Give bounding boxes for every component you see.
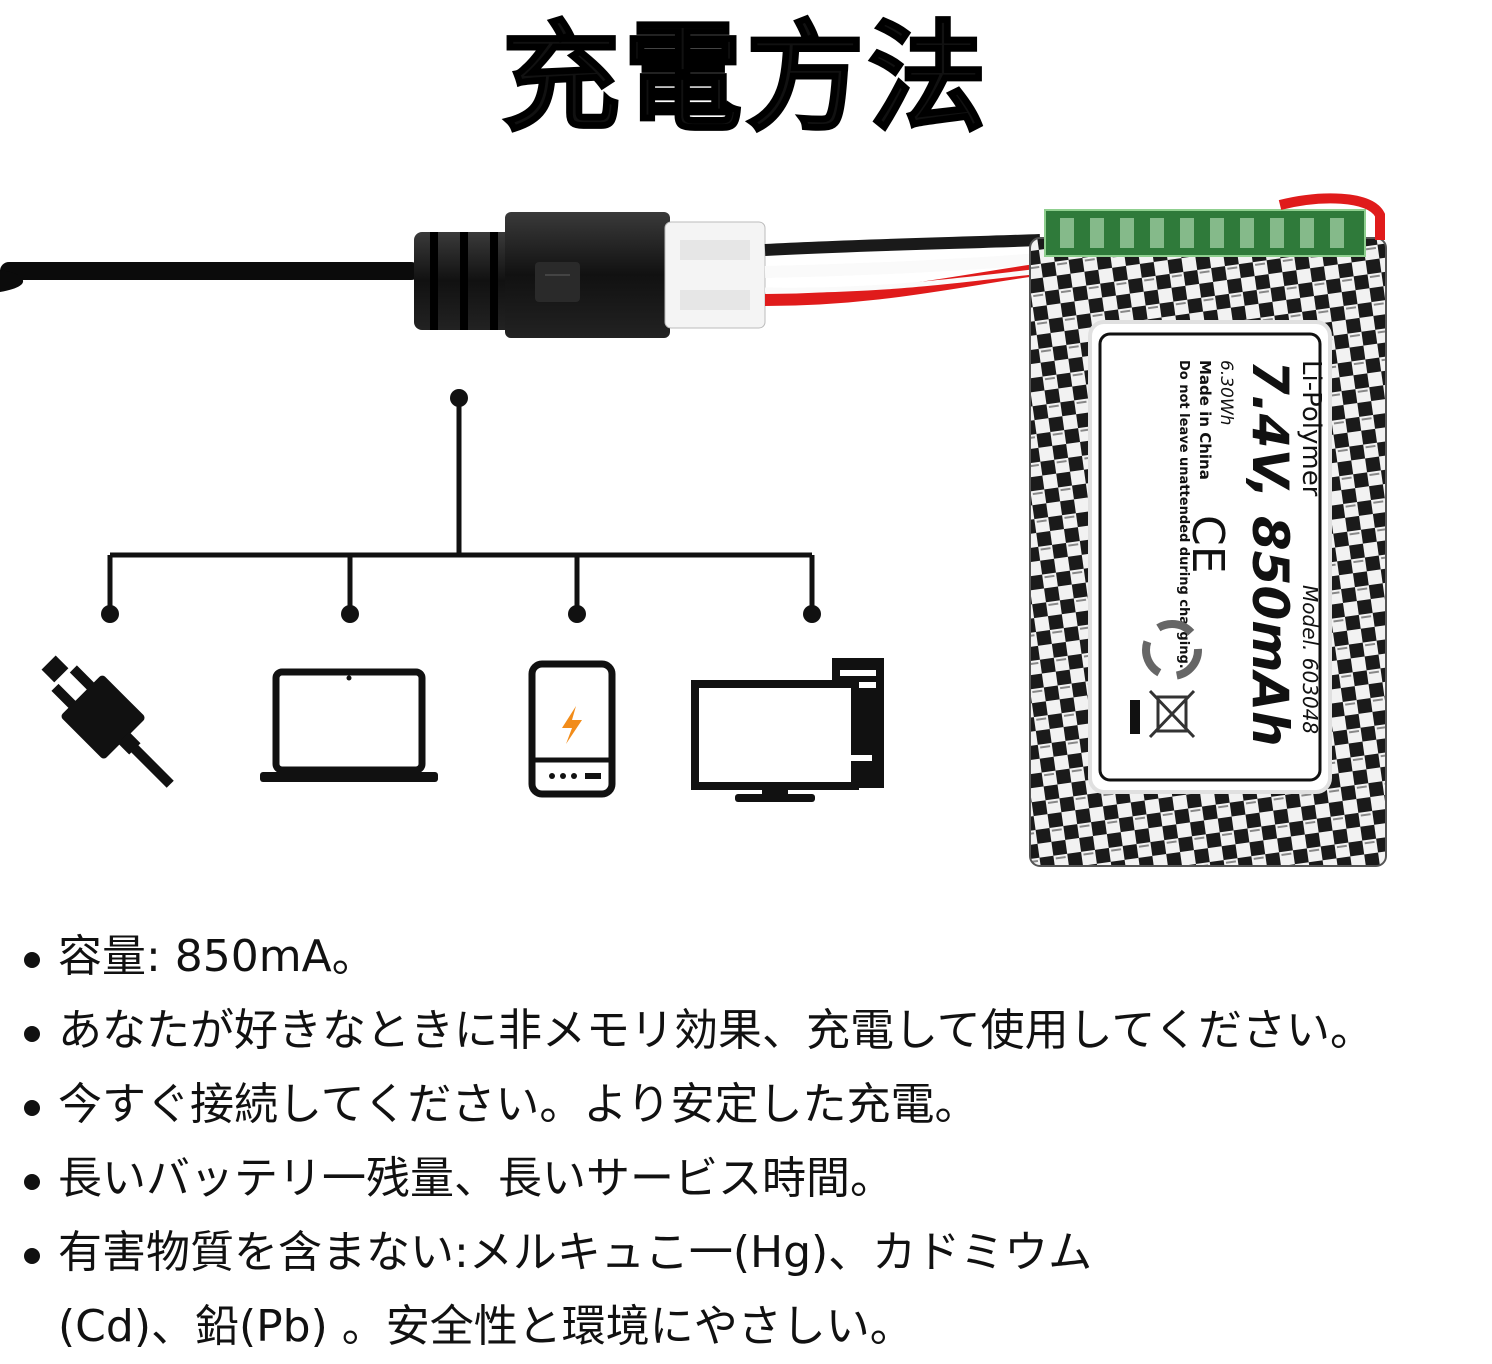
tree-root-dot bbox=[450, 389, 468, 407]
list-item-text: あなたが好きなときに非メモリ効果、充電して使用してください。 bbox=[58, 1005, 1375, 1056]
list-item-text: 今すぐ接続してください。より安定した充電。 bbox=[58, 1079, 979, 1130]
battery-energy: 6.30Wh bbox=[1216, 360, 1236, 425]
feature-list: 容量: 850mA。 あなたが好きなときに非メモリ効果、充電して使用してください… bbox=[18, 920, 1488, 1364]
ce-mark: CE bbox=[1182, 515, 1233, 574]
list-item: 今すぐ接続してください。より安定した充電。 bbox=[18, 1068, 1488, 1142]
desktop-computer-icon bbox=[691, 658, 884, 802]
list-item: 有害物質を含まない:メルキュこ一(Hg)、カドミウム (Cd)、鉛(Pb) 。安全… bbox=[18, 1216, 1488, 1364]
laptop-icon bbox=[260, 668, 438, 782]
crossed-bin-icon bbox=[1148, 689, 1196, 739]
tree-node-dot bbox=[341, 605, 359, 623]
bullet-dot bbox=[24, 1174, 40, 1190]
bullet-dot bbox=[24, 1248, 40, 1264]
battery-rating: 7.4V, 850mAh bbox=[1241, 360, 1299, 747]
list-item-text: 有害物質を含まない:メルキュこ一(Hg)、カドミウム bbox=[58, 1227, 1093, 1278]
battery-type: Li-Polymer bbox=[1296, 360, 1326, 497]
list-item-text: 長いバッテリ一残量、長いサービス時間。 bbox=[58, 1153, 894, 1204]
recycle-icon bbox=[1142, 620, 1202, 680]
connection-tree bbox=[107, 398, 815, 612]
charging-diagram: Li-Polymer Model. 603048 7.4V, 850mAh 6.… bbox=[0, 193, 1387, 867]
tree-node-dot bbox=[568, 605, 586, 623]
list-item-text: 容量: 850mA。 bbox=[58, 931, 376, 982]
list-item-continuation: (Cd)、鉛(Pb) 。安全性と環境にやさしい。 bbox=[58, 1301, 914, 1352]
battery-pack: Li-Polymer Model. 603048 7.4V, 850mAh 6.… bbox=[1029, 193, 1387, 867]
bullet-dot bbox=[24, 1026, 40, 1042]
bullet-dot bbox=[24, 952, 40, 968]
tree-node-dot bbox=[101, 605, 119, 623]
lightning-icon bbox=[562, 706, 582, 744]
charging-cable bbox=[0, 212, 1051, 338]
list-item: 長いバッテリ一残量、長いサービス時間。 bbox=[18, 1142, 1488, 1216]
list-item: あなたが好きなときに非メモリ効果、充電して使用してください。 bbox=[18, 994, 1488, 1068]
page-title: 充電方法 bbox=[500, 8, 990, 149]
tree-node-dot bbox=[803, 605, 821, 623]
battery-warning: Do not leave unattended during charging. bbox=[1176, 360, 1191, 669]
power-bank-icon bbox=[528, 660, 616, 798]
battery-origin: Made in China bbox=[1196, 360, 1214, 480]
wall-plug-icon bbox=[41, 655, 174, 788]
battery-model: Model. 603048 bbox=[1298, 585, 1322, 734]
bullet-dot bbox=[24, 1100, 40, 1116]
list-item: 容量: 850mA。 bbox=[18, 920, 1488, 994]
